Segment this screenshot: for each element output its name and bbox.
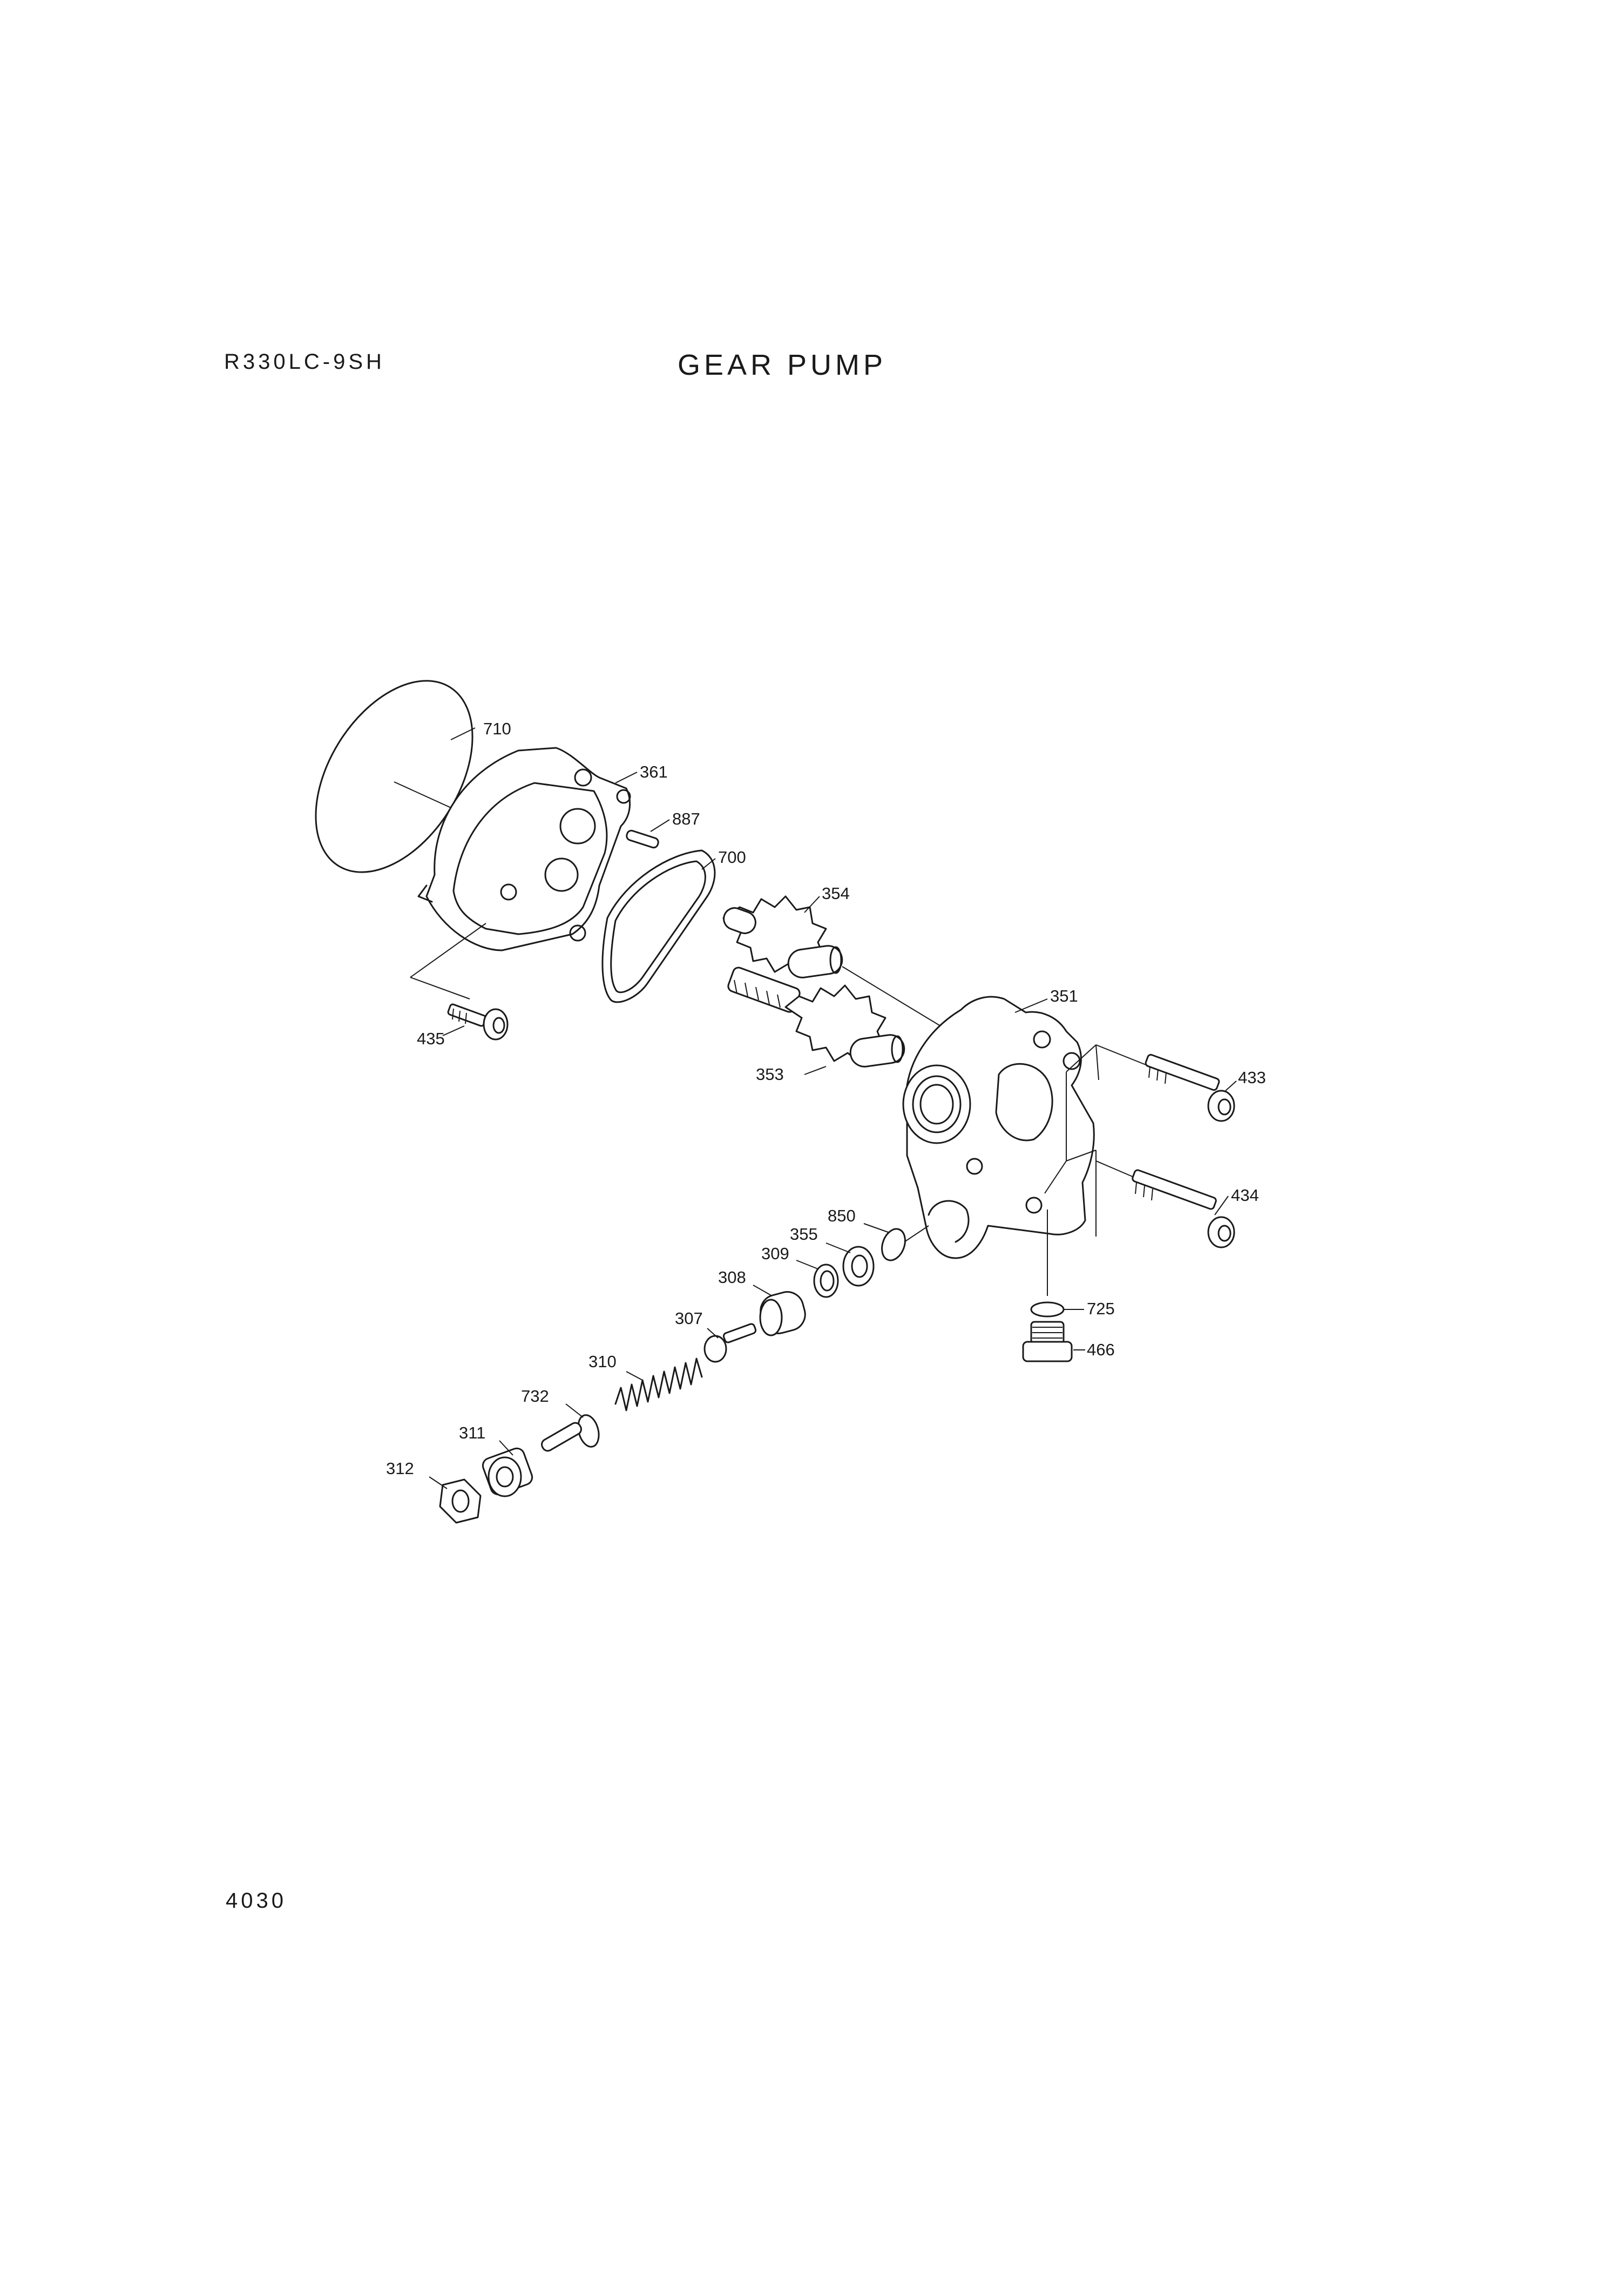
callout-732: 732 [521, 1387, 584, 1418]
svg-text:309: 309 [761, 1244, 789, 1263]
svg-text:353: 353 [756, 1065, 784, 1084]
svg-text:351: 351 [1050, 987, 1078, 1005]
part-887-pin [626, 829, 659, 849]
callout-434: 434 [1214, 1186, 1259, 1215]
svg-text:361: 361 [640, 762, 668, 781]
part-434-bolt [1095, 1160, 1235, 1248]
page-number: 4030 [226, 1889, 287, 1913]
callout-355: 355 [790, 1225, 851, 1253]
callout-466: 466 [1073, 1340, 1115, 1359]
part-850-snap-ring [881, 1225, 929, 1261]
part-311-plug [482, 1422, 582, 1497]
part-433-bolt [1095, 1044, 1235, 1122]
part-310-spring [614, 1357, 703, 1411]
callout-351: 351 [1014, 987, 1078, 1013]
callout-887: 887 [650, 809, 700, 832]
svg-text:308: 308 [718, 1268, 746, 1287]
callout-309: 309 [761, 1244, 818, 1269]
part-312-nut [439, 1478, 482, 1524]
svg-text:435: 435 [417, 1029, 445, 1048]
callout-710: 710 [450, 719, 511, 740]
model-code: R330LC-9SH [224, 350, 385, 374]
callout-361: 361 [615, 762, 668, 783]
part-354-gear [722, 895, 959, 1037]
part-466-plug [1022, 1321, 1073, 1362]
svg-text:887: 887 [672, 809, 700, 828]
svg-text:434: 434 [1231, 1186, 1259, 1205]
page-title: GEAR PUMP [678, 349, 887, 381]
svg-text:354: 354 [822, 884, 850, 903]
svg-text:355: 355 [790, 1225, 818, 1244]
svg-text:850: 850 [828, 1206, 856, 1225]
part-308-sleeve [759, 1291, 806, 1336]
part-435-bolt [447, 1003, 509, 1041]
part-700-gasket [601, 849, 716, 1003]
callout-310: 310 [588, 1352, 643, 1381]
svg-text:725: 725 [1087, 1299, 1115, 1318]
callout-311: 311 [459, 1423, 513, 1456]
svg-text:433: 433 [1238, 1068, 1266, 1087]
callout-850: 850 [828, 1206, 889, 1233]
svg-text:700: 700 [718, 848, 746, 867]
part-355-bearing [842, 1246, 875, 1287]
svg-text:310: 310 [588, 1352, 617, 1371]
part-351-body [902, 996, 1099, 1259]
callout-307: 307 [675, 1309, 719, 1339]
callout-435: 435 [417, 1025, 465, 1048]
part-353-gear [727, 967, 905, 1068]
svg-text:710: 710 [483, 719, 511, 738]
callout-433: 433 [1225, 1068, 1266, 1091]
svg-text:307: 307 [675, 1309, 703, 1328]
callout-700: 700 [701, 848, 746, 870]
part-307-poppet [703, 1323, 757, 1363]
svg-text:312: 312 [386, 1459, 414, 1478]
callout-725: 725 [1064, 1299, 1115, 1318]
svg-text:311: 311 [459, 1423, 485, 1442]
svg-text:732: 732 [521, 1387, 549, 1406]
callout-308: 308 [718, 1268, 773, 1296]
callout-353: 353 [756, 1065, 827, 1084]
callout-354: 354 [804, 884, 850, 913]
svg-text:466: 466 [1087, 1340, 1115, 1359]
callout-312: 312 [386, 1459, 448, 1489]
part-361-cover [410, 747, 631, 999]
part-309-ring [813, 1264, 839, 1298]
